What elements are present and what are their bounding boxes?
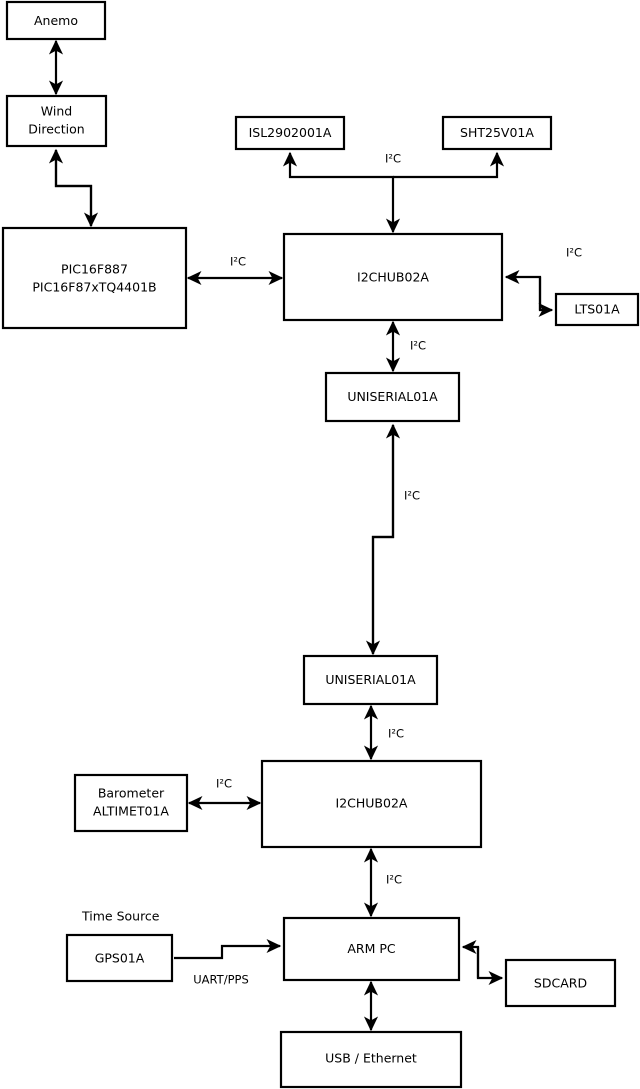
node-uniserial01a-bottom-label: UNISERIAL01A bbox=[325, 672, 416, 687]
node-lts01a[interactable]: LTS01A bbox=[554, 292, 640, 327]
node-gps01a-label: GPS01A bbox=[95, 951, 145, 966]
node-i2chub02a-bottom-label: I2CHUB02A bbox=[336, 796, 408, 811]
node-uniserial01a-bottom[interactable]: UNISERIAL01A bbox=[302, 654, 439, 706]
edge-pic-hub: I²C bbox=[186, 255, 284, 286]
edge-uniserial-hub2: I²C bbox=[363, 704, 404, 761]
node-sdcard[interactable]: SDCARD bbox=[504, 958, 617, 1008]
node-isl2902001a[interactable]: ISL2902001A bbox=[234, 115, 346, 151]
edge-wind-pic-seg-to-wind bbox=[48, 148, 93, 226]
node-i2chub02a-top-box[interactable] bbox=[282, 232, 504, 322]
node-anemo-label: Anemo bbox=[34, 13, 78, 28]
node-barometer-box[interactable] bbox=[73, 773, 189, 833]
edge-wind-pic-seg-to-pic bbox=[54, 150, 99, 228]
node-lts01a-label: LTS01A bbox=[574, 302, 620, 317]
label-time-source: Time Source bbox=[81, 909, 160, 924]
node-wind-direction[interactable]: Wind Direction bbox=[5, 94, 108, 148]
edge-hub-sht-branch bbox=[393, 151, 505, 179]
node-uniserial01a-top-label: UNISERIAL01A bbox=[347, 389, 438, 404]
edge-armpc-sdcard bbox=[461, 939, 504, 986]
edge-uniserial-uniserial: I²C bbox=[365, 423, 420, 656]
node-barometer-label-line1: Barometer bbox=[98, 786, 165, 801]
edge-hub-isl-branch bbox=[282, 151, 401, 234]
edge-uniserial-up bbox=[371, 423, 401, 654]
node-lts01a-box[interactable] bbox=[554, 292, 640, 327]
edge-label-hub-uniserial: I²C bbox=[410, 339, 426, 353]
edge-label-hub-sensors: I²C bbox=[385, 152, 401, 166]
node-arm-pc[interactable]: ARM PC bbox=[282, 916, 461, 982]
edge-hub-uniserial: I²C bbox=[385, 320, 426, 373]
edge-label-barometer-hub2: I²C bbox=[216, 777, 232, 791]
node-sht25v01a-label: SHT25V01A bbox=[460, 125, 534, 140]
node-sdcard-box[interactable] bbox=[504, 958, 617, 1008]
node-i2chub02a-bottom-box[interactable] bbox=[260, 759, 483, 849]
node-usb-ethernet[interactable]: USB / Ethernet bbox=[279, 1030, 463, 1089]
edge-barometer-hub2: I²C bbox=[187, 777, 262, 811]
node-i2chub02a-top[interactable]: I2CHUB02A bbox=[282, 232, 504, 322]
edge-hub-lts-in bbox=[504, 269, 542, 310]
node-i2chub02a-top-label: I2CHUB02A bbox=[357, 270, 429, 285]
node-arm-pc-label: ARM PC bbox=[347, 941, 396, 956]
node-gps01a-box[interactable] bbox=[65, 933, 174, 983]
node-uniserial01a-top[interactable]: UNISERIAL01A bbox=[324, 371, 461, 423]
edge-label-hub-lts: I²C bbox=[566, 246, 582, 260]
edge-label-hub2-armpc: I²C bbox=[386, 873, 402, 887]
node-pic-mcu-label-line1: PIC16F887 bbox=[61, 262, 128, 277]
node-usb-ethernet-label: USB / Ethernet bbox=[325, 1051, 417, 1066]
node-sht25v01a[interactable]: SHT25V01A bbox=[441, 115, 553, 151]
node-pic-mcu[interactable]: PIC16F887 PIC16F87xTQ4401B bbox=[1, 226, 188, 330]
edge-hub2-armpc: I²C bbox=[363, 847, 402, 918]
edge-wind-pic bbox=[48, 148, 99, 228]
node-pic-mcu-label-line2: PIC16F87xTQ4401B bbox=[32, 280, 156, 295]
edge-hub-lts-out bbox=[538, 277, 554, 318]
node-isl2902001a-label: ISL2902001A bbox=[249, 125, 332, 140]
edge-label-uniserial-uniserial: I²C bbox=[404, 489, 420, 503]
node-isl2902001a-box[interactable] bbox=[234, 115, 346, 151]
edge-label-uniserial-hub2: I²C bbox=[388, 727, 404, 741]
edge-gps-armpc-line bbox=[174, 938, 282, 960]
node-gps01a[interactable]: GPS01A bbox=[65, 933, 174, 983]
node-arm-pc-box[interactable] bbox=[282, 916, 461, 982]
edge-hub-sensors: I²C bbox=[282, 151, 505, 234]
node-pic-mcu-box[interactable] bbox=[1, 226, 188, 330]
node-wind-direction-label-line2: Direction bbox=[28, 122, 84, 137]
node-sht25v01a-box[interactable] bbox=[441, 115, 553, 151]
node-uniserial01a-bottom-box[interactable] bbox=[302, 654, 439, 706]
node-sdcard-label: SDCARD bbox=[534, 976, 587, 991]
edge-armpc-sdcard-in bbox=[461, 939, 480, 978]
edge-uniserial-down bbox=[365, 425, 395, 656]
node-uniserial01a-top-box[interactable] bbox=[324, 371, 461, 423]
node-wind-direction-label-line1: Wind bbox=[41, 104, 72, 119]
node-i2chub02a-bottom[interactable]: I2CHUB02A bbox=[260, 759, 483, 849]
node-wind-direction-box[interactable] bbox=[5, 94, 108, 148]
node-anemo-box[interactable] bbox=[5, 0, 107, 41]
node-barometer[interactable]: Barometer ALTIMET01A bbox=[73, 773, 189, 833]
node-usb-ethernet-box[interactable] bbox=[279, 1030, 463, 1089]
edge-hub-lts: I²C bbox=[504, 246, 582, 318]
edge-label-pic-hub: I²C bbox=[230, 255, 246, 269]
edge-label-gps-armpc: UART/PPS bbox=[193, 973, 249, 987]
node-anemo[interactable]: Anemo bbox=[5, 0, 107, 41]
node-barometer-label-line2: ALTIMET01A bbox=[93, 804, 169, 819]
edge-armpc-sdcard-out bbox=[476, 947, 504, 986]
edge-gps-armpc: UART/PPS bbox=[174, 938, 282, 987]
